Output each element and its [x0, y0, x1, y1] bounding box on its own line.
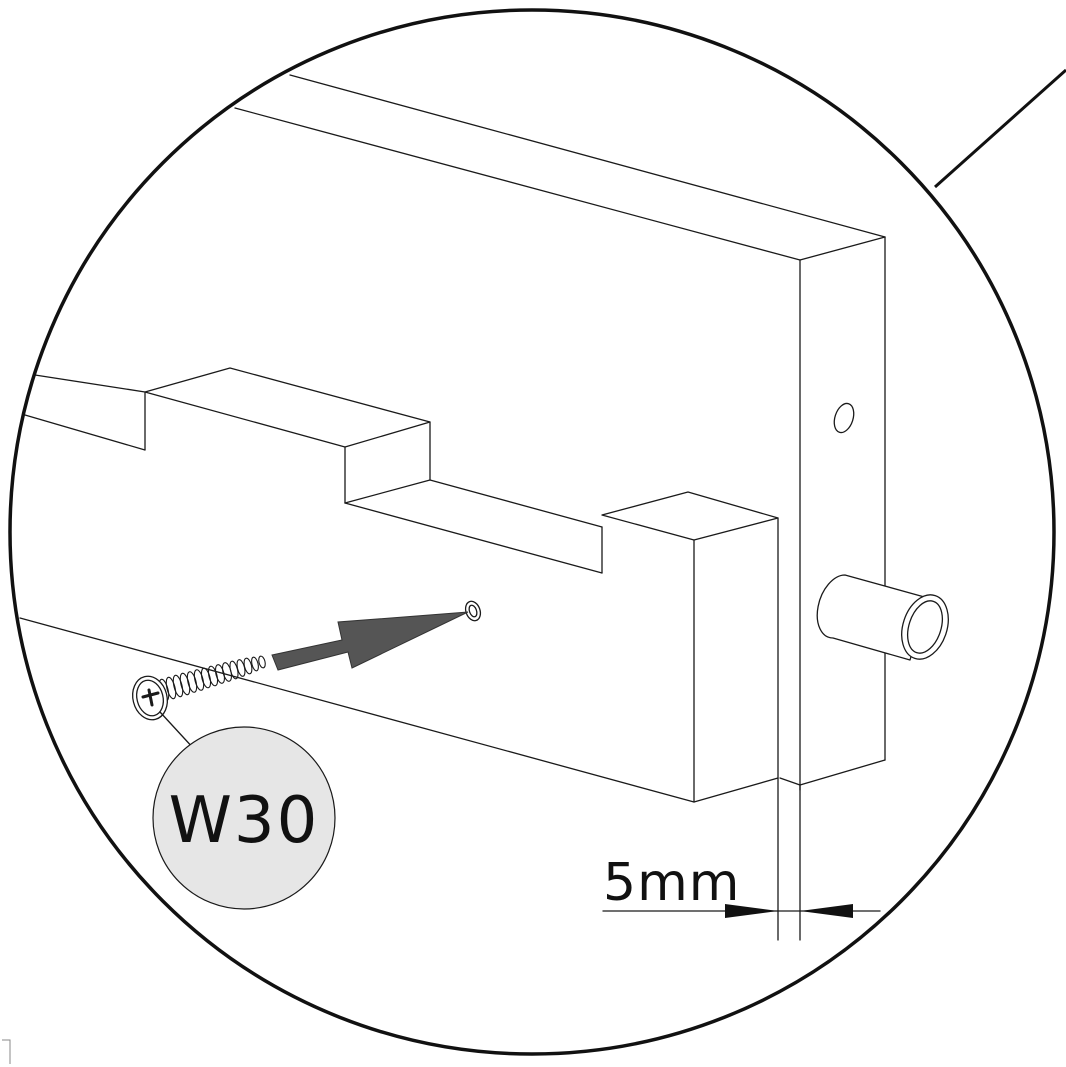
part-leader-line — [159, 711, 196, 751]
part-label: W30 — [169, 784, 320, 858]
detail-view: W30 5mm — [19, 74, 949, 941]
screw-hole — [464, 600, 482, 622]
top-board — [234, 74, 886, 261]
dimension-annotation: 5mm — [602, 853, 881, 918]
dowel-pin — [816, 574, 949, 661]
detail-leader-line — [934, 68, 1066, 189]
insertion-arrow — [271, 611, 469, 671]
screw-icon — [132, 655, 266, 721]
side-panel — [779, 236, 886, 791]
dimension-arrow — [800, 904, 853, 918]
dimension-arrow — [725, 904, 778, 918]
dimension-label: 5mm — [603, 853, 740, 913]
detail-circle — [8, 8, 1056, 1056]
notched-rail — [19, 367, 801, 941]
corner-mark — [2, 1039, 11, 1064]
part-badge — [152, 726, 336, 910]
pre-drilled-hole — [833, 402, 855, 434]
